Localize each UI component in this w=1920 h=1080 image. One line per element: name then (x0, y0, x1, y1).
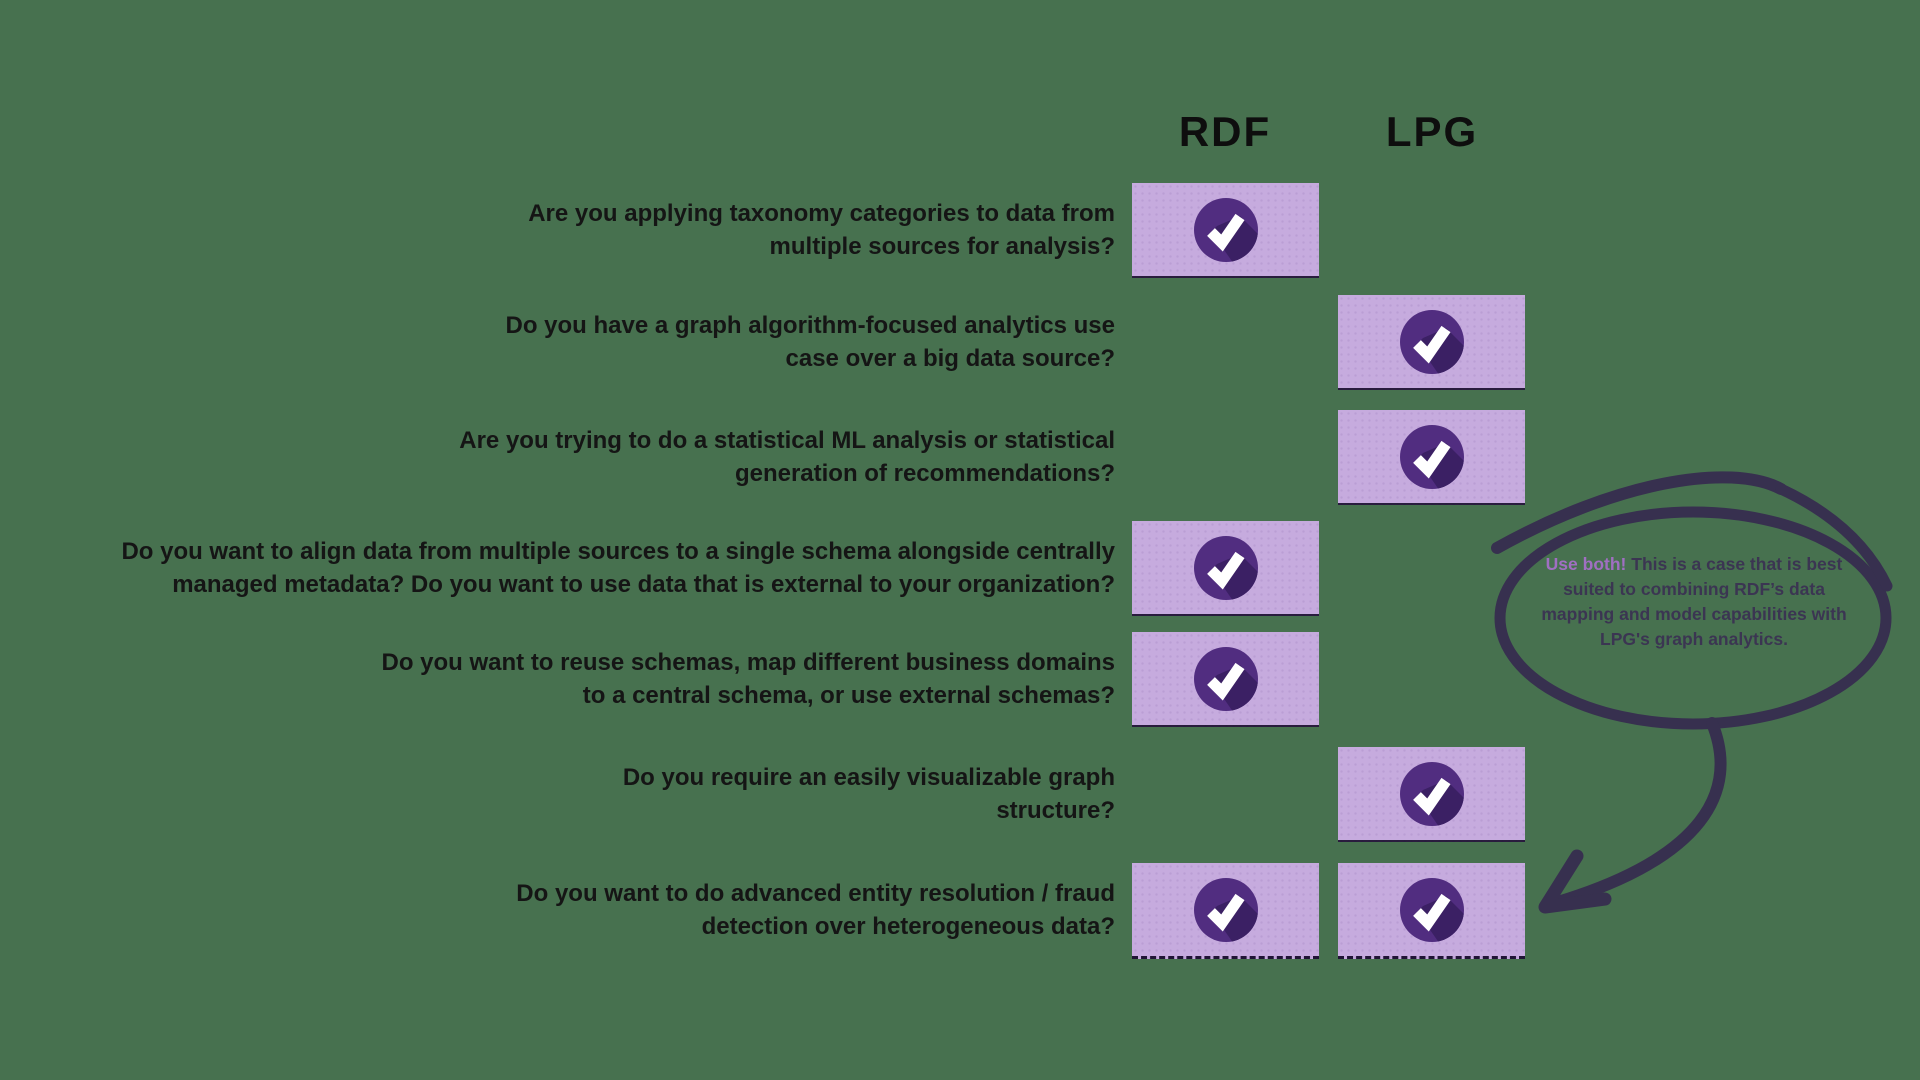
callout-highlight: Use both! (1545, 554, 1627, 574)
rdf-check-cell-row-5 (1132, 632, 1319, 727)
arrow-head-icon (1538, 849, 1612, 914)
question-line: Do you have a graph algorithm-focused an… (505, 312, 1115, 339)
lpg-check-cell-row-7 (1338, 863, 1525, 959)
question-line: multiple sources for analysis? (769, 233, 1115, 260)
column-header-rdf: RDF (1178, 108, 1272, 155)
question-line: Do you want to align data from multiple … (121, 538, 1115, 565)
lpg-check-cell-row-6 (1338, 747, 1525, 842)
question-line: Are you trying to do a statistical ML an… (459, 427, 1115, 454)
question-row-3: Are you trying to do a statistical ML an… (459, 424, 1115, 490)
question-line: detection over heterogeneous data? (701, 913, 1115, 940)
question-line: generation of recommendations? (734, 460, 1115, 487)
check-icon (1194, 647, 1258, 711)
check-icon (1194, 198, 1258, 262)
question-line: Do you want to do advanced entity resolu… (516, 880, 1115, 907)
question-line: structure? (996, 797, 1115, 824)
rdf-check-cell-row-7 (1132, 863, 1319, 959)
question-line: Do you want to reuse schemas, map differ… (381, 649, 1115, 676)
callout-text: Use both! This is a case that is best su… (1538, 552, 1850, 652)
rdf-check-cell-row-1 (1132, 183, 1319, 278)
question-row-6: Do you require an easily visualizable gr… (623, 761, 1115, 827)
question-row-4: Do you want to align data from multiple … (121, 535, 1115, 601)
question-row-7: Do you want to do advanced entity resolu… (516, 877, 1115, 943)
column-header-lpg: LPG (1385, 108, 1479, 155)
question-row-2: Do you have a graph algorithm-focused an… (506, 309, 1115, 375)
lpg-check-cell-row-3 (1338, 410, 1525, 505)
question-line: Do you require an easily visualizable gr… (622, 764, 1115, 791)
question-line: to a central schema, or use external sch… (582, 682, 1115, 709)
lpg-check-cell-row-2 (1338, 295, 1525, 390)
check-icon (1400, 310, 1464, 374)
callout-ellipse (1494, 506, 1892, 730)
arrow-shaft (1552, 717, 1727, 908)
callout-bubble-drawing (1491, 471, 1893, 914)
question-line: managed metadata? Do you want to use dat… (172, 571, 1115, 598)
question-row-1: Are you applying taxonomy categories to … (528, 197, 1115, 263)
callout-body: This is a case that is best suited to co… (1541, 554, 1847, 649)
question-line: case over a big data source? (785, 345, 1115, 372)
question-row-5: Do you want to reuse schemas, map differ… (381, 646, 1115, 712)
question-line: Are you applying taxonomy categories to … (528, 200, 1115, 227)
check-icon (1194, 878, 1258, 942)
check-icon (1194, 536, 1258, 600)
rdf-check-cell-row-4 (1132, 521, 1319, 616)
